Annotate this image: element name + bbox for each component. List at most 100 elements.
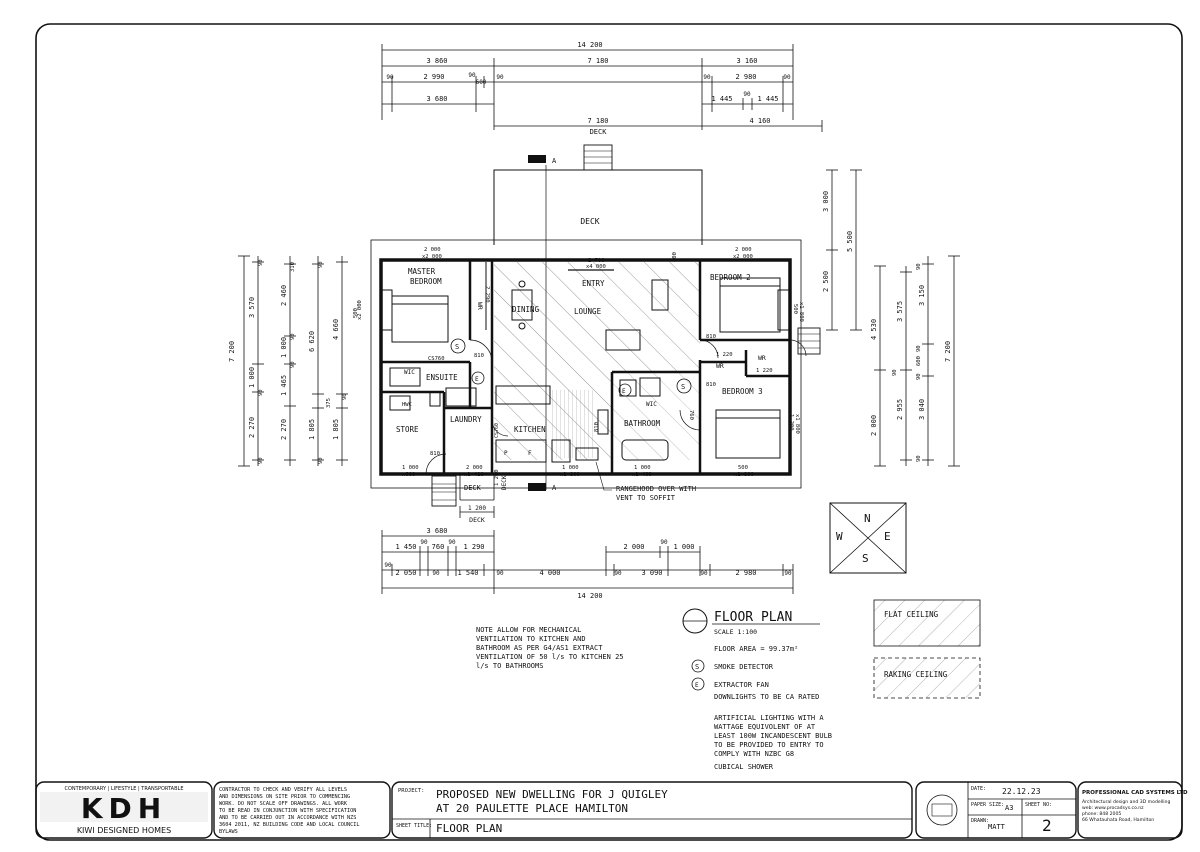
drawn-label: DRAWN: <box>971 818 989 824</box>
dim-right-2000: 2 000 <box>870 415 878 436</box>
win-bed3-side-2: x1 800 <box>794 414 800 434</box>
left-dimensions <box>238 255 348 467</box>
dim-bot-1000: 1 000 <box>673 543 694 551</box>
dim-left-90g: 90 <box>342 393 348 400</box>
dim-left-90d: 90 <box>290 333 296 340</box>
raking-ceiling-swatch <box>873 657 981 699</box>
dim-right-3040: 3 040 <box>918 399 926 420</box>
room-p: P <box>504 450 508 457</box>
section-marker-top <box>528 155 546 163</box>
top-dimensions <box>381 44 823 132</box>
dim-bot-90e: 90 <box>432 570 440 577</box>
room-master-l1: MASTER <box>408 267 436 276</box>
win-bed2-side-2: x1 800 <box>798 302 804 322</box>
disclaimer-6: 3604 2011, NZ BUILDING CODE AND LOCAL CO… <box>219 822 360 828</box>
flat-ceiling-swatch <box>873 599 981 647</box>
room-wr-right-2: WR <box>716 362 724 370</box>
bottom-dimensions <box>381 530 794 594</box>
drawn-value: MATT <box>988 823 1006 831</box>
company-line-1: Architectural design and 3D modelling <box>1082 799 1170 805</box>
brand-logo: KDH <box>81 792 167 825</box>
room-f: F <box>528 450 532 457</box>
dim-top-7180: 7 180 <box>587 57 608 65</box>
win-entry-top-1: 2 700 <box>588 258 605 264</box>
legend-downlights: DOWNLIGHTS TO BE CA RATED <box>714 693 819 701</box>
company-line-4: 66 Whatauhata Road, Hamilton <box>1082 817 1154 823</box>
win-master-side-1: 500 <box>353 308 359 318</box>
win-bottom-laundry-1: 2 000 <box>466 465 483 471</box>
dim-left-90h: 90 <box>318 457 324 464</box>
date-label: DATE: <box>971 786 986 792</box>
door-810e: 810 <box>594 422 600 432</box>
compass <box>829 502 907 574</box>
legend-fan: EXTRACTOR FAN <box>714 681 769 689</box>
legend-lighting-1: ARTIFICIAL LIGHTING WITH A <box>714 714 824 722</box>
dim-left-2270b: 2 270 <box>280 419 288 440</box>
dim-top-90c: 90 <box>496 74 504 81</box>
sheet-title: FLOOR PLAN <box>436 822 502 835</box>
smoke-marker-1: S <box>455 343 459 351</box>
dim-right-3575: 3 575 <box>896 301 904 322</box>
dim-bot-90b: 90 <box>448 539 456 546</box>
dim-right-600: 600 <box>916 356 922 366</box>
disclaimer-5: AND TO BE CARRIED OUT IN ACCORDANCE WITH… <box>219 815 356 821</box>
win-bottom-bath-1: 1 000 <box>634 465 651 471</box>
room-store: STORE <box>396 425 419 434</box>
door-1220b: 1 220 <box>756 368 773 374</box>
project-label: PROJECT: <box>398 788 425 794</box>
disclaimer-4: TO BE READ IN CONJUNCTION WITH SPECIFICA… <box>219 808 356 814</box>
legend <box>682 599 981 699</box>
dim-bot-1540: 1 540 <box>457 569 478 577</box>
win-bottom-left-2: x600 <box>402 472 415 478</box>
dim-top-3680: 3 680 <box>426 95 447 103</box>
dim-right-90e: 90 <box>916 455 922 462</box>
dim-400: 400 <box>672 252 678 262</box>
dim-top-90f: 90 <box>743 91 751 98</box>
deck-vertical-dim: 1 200 <box>494 469 500 486</box>
rangehood-note-2: VENT TO SOFFIT <box>616 494 676 502</box>
dim-deck-7180: 7 180 <box>587 117 608 125</box>
dim-top-90b: 90 <box>468 72 476 79</box>
room-wic-right: WIC <box>646 401 657 408</box>
dim-left-2270a: 2 270 <box>248 417 256 438</box>
section-marker-bottom <box>528 483 546 491</box>
room-laundry: LAUNDRY <box>450 415 482 424</box>
fan-marker-2: E <box>622 388 626 395</box>
dim-bot-90g: 90 <box>614 570 622 577</box>
win-bottom-laundry-2: x1 410 <box>464 472 484 478</box>
dim-right-3000: 3 000 <box>822 191 830 212</box>
dim-deck-4160: 4 160 <box>749 117 770 125</box>
project-line-2: AT 20 PAULETTE PLACE HAMILTON <box>436 802 628 815</box>
legend-raking-ceiling: RAKING CEILING <box>884 670 948 679</box>
dim-bot-90d: 90 <box>384 562 392 569</box>
compass-e: E <box>884 530 891 543</box>
company-line-2: web: www.procadsys.co.nz <box>1082 805 1144 811</box>
sheet-no-label: SHEET NO: <box>1025 802 1052 808</box>
compass-s: S <box>862 552 869 565</box>
dim-bot-2000: 2 000 <box>623 543 644 551</box>
dim-top-90e: 90 <box>783 74 791 81</box>
dim-left-1805a: 1 805 <box>308 419 316 440</box>
dim-left-2460: 2 460 <box>280 285 288 306</box>
dim-deck-label: DECK <box>590 128 608 136</box>
legend-smoke-symbol: S <box>695 663 699 671</box>
room-entry: ENTRY <box>582 279 605 288</box>
dim-left-6620: 6 620 <box>308 331 316 352</box>
dim-left-90e: 90 <box>290 361 296 368</box>
dim-right-3150: 3 150 <box>918 285 926 306</box>
disclaimer: CONTRACTOR TO CHECK AND VERIFY ALL LEVEL… <box>219 787 360 835</box>
sheet-border <box>35 23 1183 841</box>
legend-floor-area: FLOOR AREA = 99.37m² <box>714 645 798 653</box>
dim-top-90d: 90 <box>703 74 711 81</box>
deck-bottom-label: DECK <box>469 516 485 524</box>
legend-lighting-3: LEAST 100W INCANDESCENT BULB <box>714 732 832 740</box>
company-name: PROFESSIONAL CAD SYSTEMS LTD <box>1082 790 1188 796</box>
dim-top-1445b: 1 445 <box>757 95 778 103</box>
vent-note-5: l/s TO BATHROOMS <box>476 662 543 670</box>
dim-top-1445a: 1 445 <box>711 95 732 103</box>
rangehood-note-1: RANGEHOOD OVER WITH <box>616 485 696 493</box>
dim-bot-1450: 1 450 <box>395 543 416 551</box>
section-label-top: A <box>552 157 557 165</box>
room-ensuite: ENSUITE <box>426 373 458 382</box>
section-label-bottom: A <box>552 484 557 492</box>
